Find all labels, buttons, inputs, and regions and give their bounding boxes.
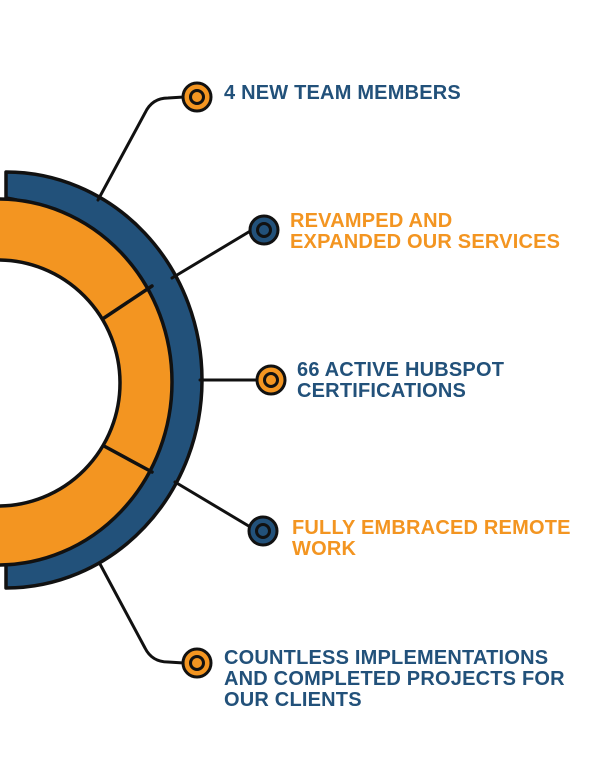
milestone-label-team-members: 4 NEW TEAM MEMBERS [224,82,461,104]
milestone-marker-3 [255,364,287,396]
connector-line-4 [173,480,254,530]
milestone-label-certifications: 66 ACTIVE HUBSPOT CERTIFICATIONS [297,359,505,402]
milestone-marker-4 [247,515,279,547]
connector-line-1 [96,95,186,202]
connector-line-5 [98,562,186,665]
connector-line-2 [170,228,254,280]
arc-divider-top [102,284,154,320]
inner-arc-band [0,197,174,567]
milestone-marker-1 [181,81,213,113]
milestone-label-services: REVAMPED AND EXPANDED OUR SERVICES [290,210,561,253]
milestone-marker-2 [248,214,280,246]
arc-divider-bottom [102,444,154,474]
milestone-label-implementations: COUNTLESS IMPLEMENTATIONS AND COMPLETED … [224,647,565,711]
milestone-label-remote-work: FULLY EMBRACED REMOTE WORK [292,517,571,560]
milestone-marker-5 [181,647,213,679]
